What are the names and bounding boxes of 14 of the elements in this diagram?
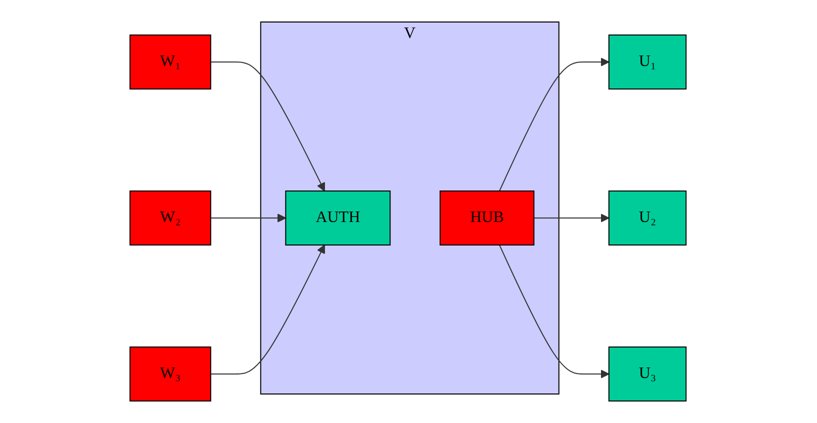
arrow — [210, 62, 326, 192]
node-box: AUTH — [286, 190, 392, 246]
arrow — [499, 58, 610, 192]
arrow — [210, 214, 287, 222]
arrow — [210, 244, 326, 374]
arrow — [499, 244, 610, 378]
arrow — [534, 214, 610, 222]
node-box: W₂ — [130, 190, 212, 246]
node-box: HUB — [440, 190, 535, 246]
node-box: W₁ — [130, 34, 212, 90]
node-box: U₃ — [608, 346, 688, 402]
node-box: U₂ — [608, 190, 688, 246]
node-box: W₃ — [130, 346, 212, 402]
node-box: U₁ — [608, 34, 688, 90]
